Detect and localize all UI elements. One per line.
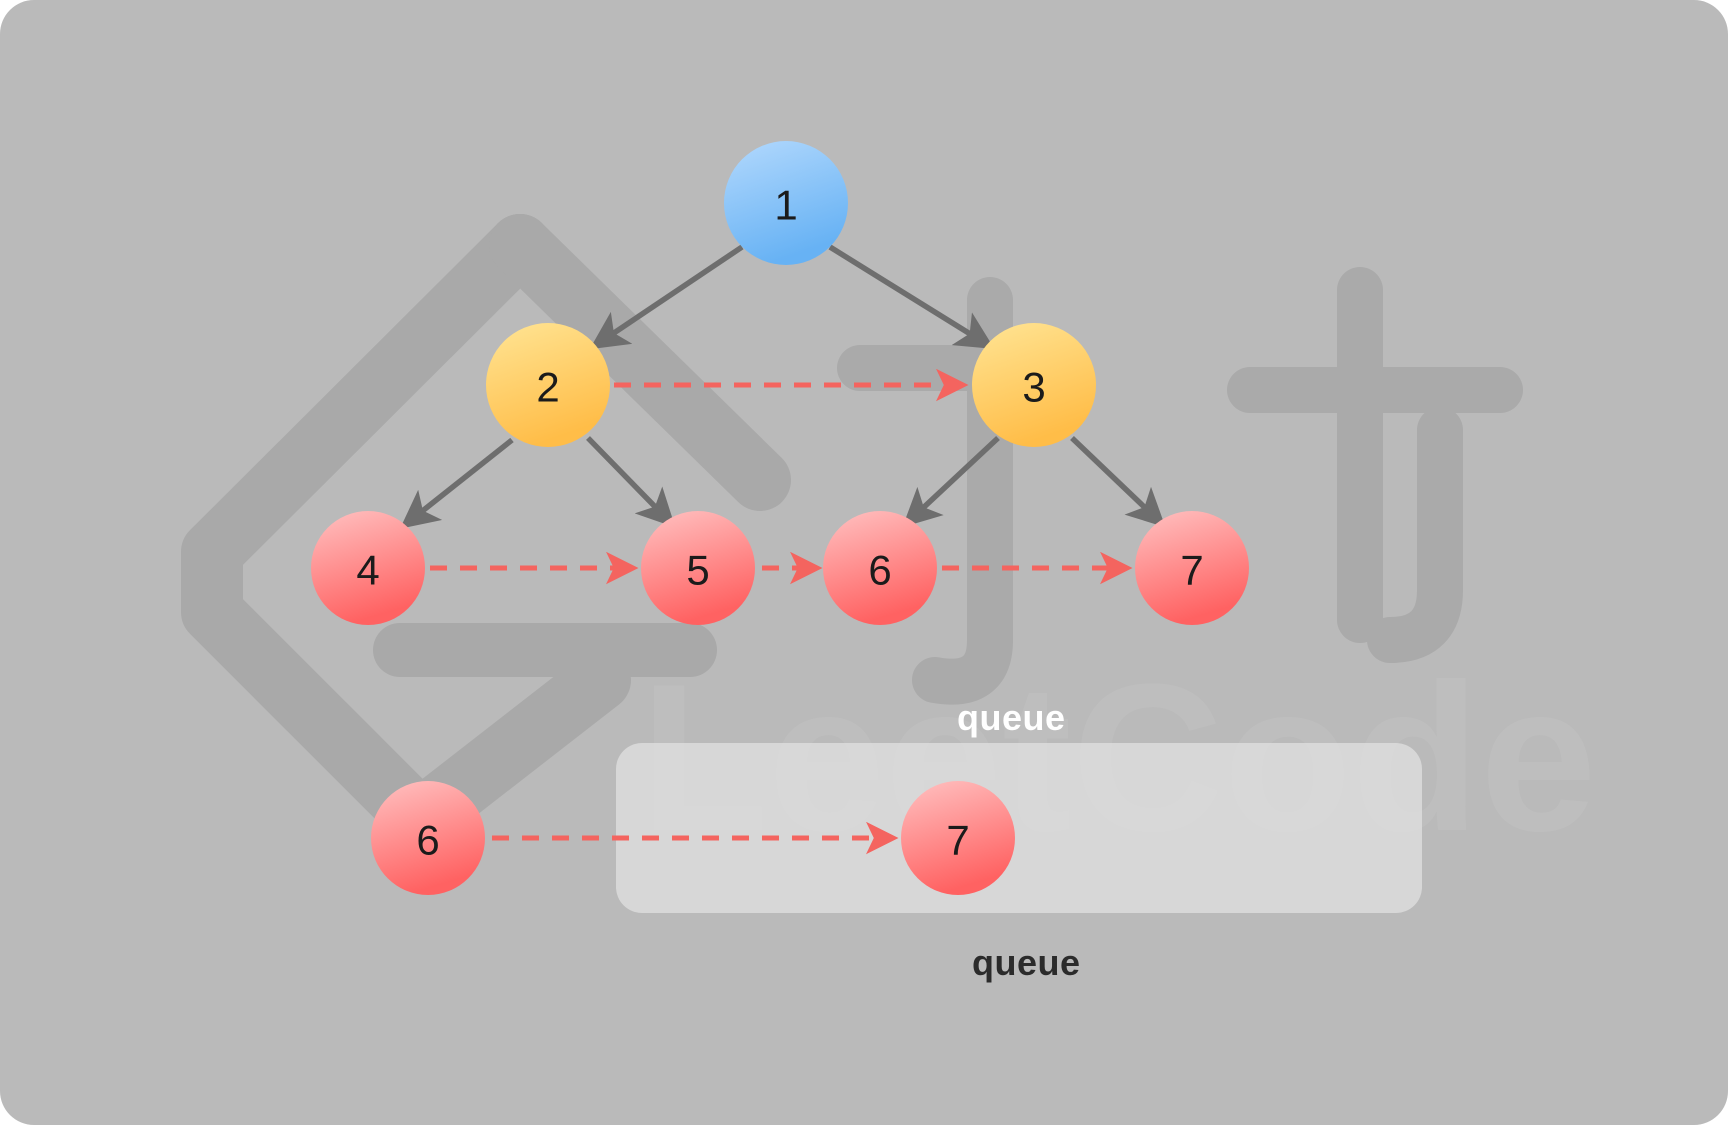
queue-label-bottom: queue — [972, 942, 1081, 983]
node-1-label: 1 — [774, 182, 797, 229]
queue-node-7[interactable]: 7 — [901, 781, 1015, 895]
queue-container-box — [616, 743, 1422, 913]
queue-label-top: queue — [957, 697, 1066, 738]
tree-node-6[interactable]: 6 — [823, 511, 937, 625]
queue-node-6[interactable]: 6 — [371, 781, 485, 895]
tree-node-3[interactable]: 3 — [972, 323, 1096, 447]
node-group: 1 2 3 4 5 6 — [311, 141, 1249, 895]
edge-2-5 — [586, 436, 676, 528]
queue-node-6-label: 6 — [416, 817, 439, 864]
edge-1-2 — [589, 244, 744, 350]
node-3-label: 3 — [1022, 364, 1045, 411]
tree-node-5[interactable]: 5 — [641, 511, 755, 625]
queue-node-7-label: 7 — [946, 817, 969, 864]
edge-1-3 — [828, 244, 995, 350]
tree-node-4[interactable]: 4 — [311, 511, 425, 625]
node-5-label: 5 — [686, 547, 709, 594]
tree-edge-group — [399, 244, 1166, 529]
queue-link-group — [430, 368, 1133, 855]
edge-3-7 — [1070, 436, 1166, 528]
node-7-label: 7 — [1180, 547, 1203, 594]
node-4-label: 4 — [356, 547, 379, 594]
tree-node-2[interactable]: 2 — [486, 323, 610, 447]
tree-node-1[interactable]: 1 — [724, 141, 848, 265]
tree-node-7[interactable]: 7 — [1135, 511, 1249, 625]
edge-2-4 — [399, 437, 514, 529]
node-2-label: 2 — [536, 364, 559, 411]
node-6-label: 6 — [868, 547, 891, 594]
edge-3-6 — [902, 435, 1000, 528]
